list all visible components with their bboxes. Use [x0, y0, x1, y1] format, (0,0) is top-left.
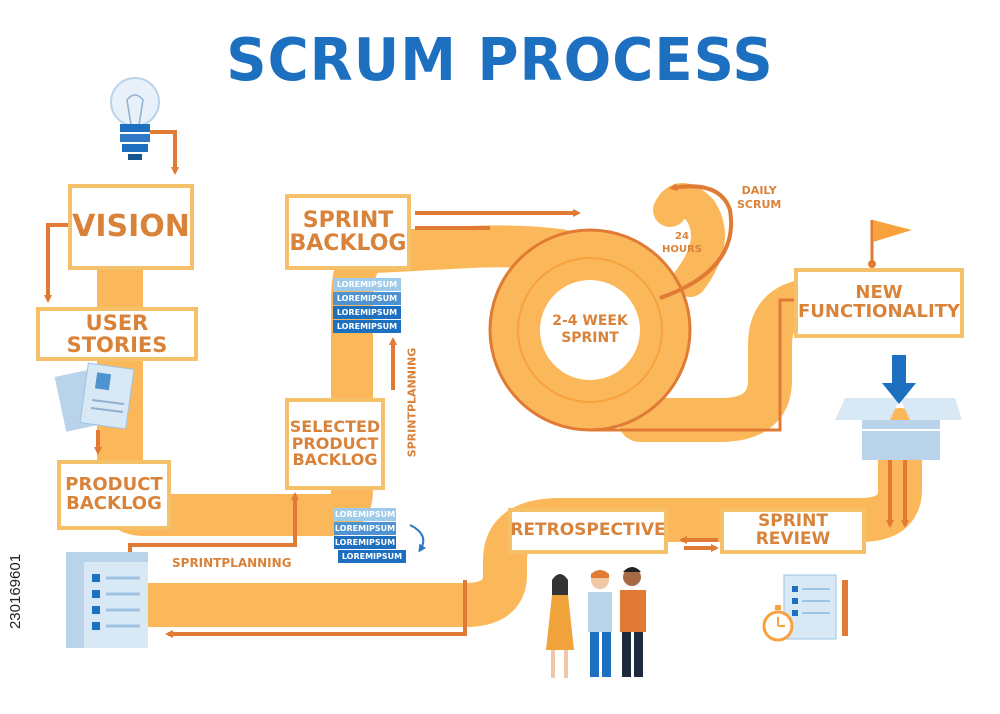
backlog-stack-bottom: LOREMIPSUM LOREMIPSUM LOREMIPSUM LOREMIP…: [334, 508, 406, 564]
daily-scrum-loop: [653, 183, 725, 297]
arrow-planning-to-selected: [128, 492, 299, 555]
stack-bottom-item-4: LOREMIPSUM: [338, 550, 406, 563]
retrospective-label: RETROSPECTIVE: [510, 520, 666, 541]
selected-label-3: BACKLOG: [292, 450, 378, 470]
stack-top-item-4: LOREMIPSUM: [333, 320, 401, 333]
stack-top-item-3: LOREMIPSUM: [333, 306, 401, 319]
arrow-bulb-to-vision: [150, 130, 179, 175]
sprint-review-label: SPRINT REVIEW: [755, 511, 831, 549]
sprint-cycle-outer-line: [590, 298, 800, 432]
new-functionality-box: NEW FUNCTIONALITY: [794, 268, 964, 338]
product-backlog-label-2: BACKLOG: [66, 493, 162, 514]
vision-box: VISION: [68, 184, 194, 270]
sprint-planning-vertical-text: SPRINTPLANNING: [405, 347, 419, 457]
daily-scrum-label: DAILY SCRUM: [737, 184, 781, 212]
sprint-backlog-label-2: BACKLOG: [289, 231, 407, 256]
path-sprint-to-functionality: [618, 278, 842, 442]
user-stories-label: USER STORIES: [66, 310, 168, 357]
hours-line-1: 24: [674, 231, 689, 242]
stock-id-text: 230169601: [7, 553, 25, 629]
arrow-daily-scrum: [659, 183, 734, 300]
user-story-documents-icon: [54, 362, 135, 432]
new-functionality-label-2: FUNCTIONALITY: [798, 301, 960, 322]
stock-id-watermark: 230169601: [4, 476, 28, 706]
selected-product-backlog-box: SELECTED PRODUCT BACKLOG: [285, 398, 385, 490]
stack-top-item-2: LOREMIPSUM: [333, 292, 401, 305]
stack-top-item-1: LOREMIPSUM: [333, 278, 401, 291]
sprint-cycle-center: [540, 280, 640, 380]
product-backlog-box: PRODUCT BACKLOG: [57, 460, 171, 530]
sprint-backlog-label-1: SPRINT: [302, 207, 394, 233]
vision-label: VISION: [72, 209, 190, 245]
clipboard-stopwatch-icon: [762, 574, 848, 642]
selected-label-1: SELECTED: [289, 416, 381, 436]
backlog-stack-top: LOREMIPSUM LOREMIPSUM LOREMIPSUM LOREMIP…: [333, 278, 401, 334]
daily-scrum-line-1: DAILY: [741, 184, 777, 197]
stack-bottom-item-1: LOREMIPSUM: [334, 508, 396, 521]
daily-scrum-line-2: SCRUM: [737, 197, 782, 211]
sprint-duration-label: 2-4 WEEK SPRINT: [542, 313, 638, 347]
stack-cycle-arrow: [409, 524, 427, 553]
sprint-duration-line-2: SPRINT: [561, 329, 619, 346]
stack-bottom-item-2: LOREMIPSUM: [334, 522, 396, 535]
arrow-return-to-start: [165, 580, 467, 638]
flow-arrows: [44, 130, 909, 638]
retrospective-box: RETROSPECTIVE: [508, 508, 668, 554]
hours-line-2: HOURS: [662, 243, 702, 255]
sprint-backlog-box: SPRINT BACKLOG: [285, 194, 411, 270]
sprint-planning-vertical-label: SPRINTPLANNING: [404, 346, 420, 458]
arrow-vision-to-userstories: [44, 223, 68, 303]
flag-icon: [868, 220, 912, 268]
stack-bottom-item-3: LOREMIPSUM: [334, 536, 396, 549]
hours-label: 24 HOURS: [662, 231, 702, 256]
sprint-planning-label: SPRINTPLANNING: [172, 556, 292, 570]
sprint-cycle-ring-inner-line: [517, 257, 663, 403]
product-backlog-label-1: PRODUCT: [65, 474, 163, 496]
sprint-duration-line-1: 2-4 WEEK: [552, 313, 628, 329]
page-title: SCRUM PROCESS: [226, 26, 774, 95]
checklist-document-icon: [66, 552, 148, 648]
delivery-box-icon: [835, 355, 962, 460]
selected-label-2: PRODUCT: [291, 433, 379, 453]
new-functionality-label-1: NEW: [855, 282, 903, 304]
lightbulb-icon: [110, 77, 160, 160]
team-people-illustration: [546, 567, 646, 678]
sprint-review-box: SPRINT REVIEW: [720, 508, 866, 554]
user-stories-box: USER STORIES: [36, 307, 198, 361]
